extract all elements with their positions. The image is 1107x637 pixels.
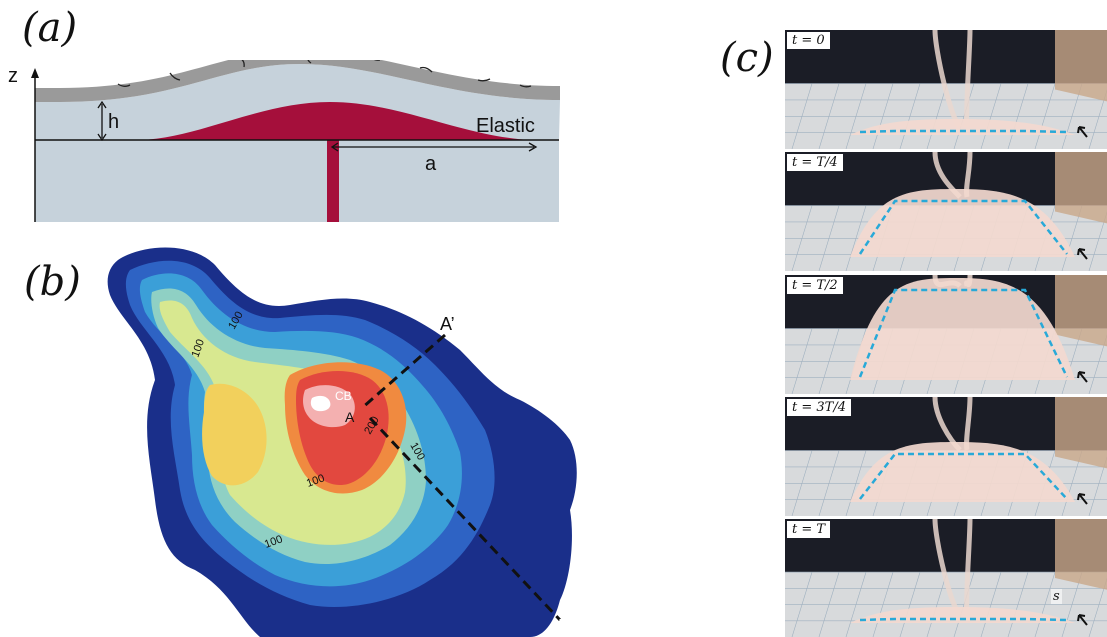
frame-3: t = T/2 xyxy=(785,275,1107,394)
panel-b-label: (b) xyxy=(24,259,81,305)
magma-sill xyxy=(140,102,530,140)
crack-marks xyxy=(117,60,532,88)
elastic-lower-block xyxy=(35,135,559,222)
elastic-label: Elastic xyxy=(476,115,535,137)
label-a-prime: A’ xyxy=(440,314,455,334)
frame-1: t = 0 xyxy=(785,30,1107,149)
panel-a-diagram: z h a Elastic xyxy=(8,60,560,222)
profile-line-2 xyxy=(368,416,562,622)
frame-4: t = 3T/4 xyxy=(785,397,1107,516)
feeder-dyke xyxy=(327,140,339,222)
label-b-prime: B’ xyxy=(558,616,574,636)
arc-length-label: s xyxy=(1051,589,1062,604)
panel-a-label: (a) xyxy=(22,5,78,51)
frame-time-label: t = T xyxy=(787,521,831,538)
label-a-point: A xyxy=(345,409,355,425)
frame-time-label: t = T/2 xyxy=(787,277,843,294)
cap-layer xyxy=(35,60,560,102)
contour-label: 100 xyxy=(190,338,208,359)
frame-5: t = T s xyxy=(785,519,1107,637)
frame-time-label: t = 0 xyxy=(787,32,830,49)
h-label: h xyxy=(108,111,119,133)
contour-label: 100 xyxy=(263,533,284,551)
panel-c-label: (c) xyxy=(720,35,774,81)
label-cb: CB xyxy=(335,389,352,403)
panel-b-map: A’ B’ A CB 100 100 100 100 100 200 xyxy=(107,247,577,637)
z-axis-label: z xyxy=(8,65,18,87)
frame-time-label: t = T/4 xyxy=(787,154,843,171)
a-label: a xyxy=(425,153,437,175)
map-contour-fills xyxy=(107,247,577,637)
frame-time-label: t = 3T/4 xyxy=(787,399,851,416)
z-axis-arrowhead xyxy=(31,68,39,78)
profile-line xyxy=(361,333,446,410)
contour-label: 100 xyxy=(305,472,326,490)
frame-2: t = T/4 xyxy=(785,152,1107,271)
